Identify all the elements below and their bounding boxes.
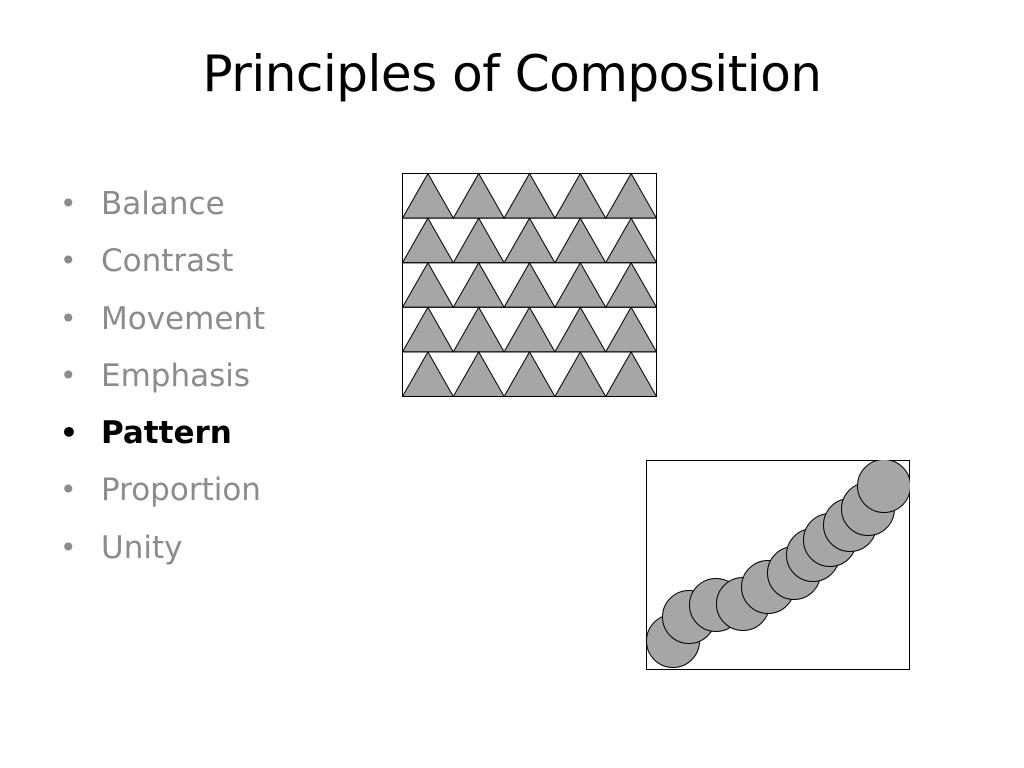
bullet-item-pattern: • Pattern [60,409,265,466]
bullet-label: Movement [101,300,266,337]
bullet-dot-icon: • [60,301,77,335]
triangle-shape [554,350,607,397]
bullet-label: Proportion [101,472,261,509]
bullet-dot-icon: • [60,530,77,564]
bullet-item-emphasis: • Emphasis [60,352,265,409]
bullet-dot-icon: • [60,244,77,278]
triangle-shape [604,350,657,397]
bullet-label: Balance [101,186,225,222]
bullet-dot-icon: • [60,358,77,392]
bullet-item-proportion: • Proportion [60,466,265,523]
bullet-label: Unity [101,529,183,566]
bullet-dot-icon: • [60,473,77,507]
circle-shape [857,460,910,513]
bullet-item-movement: • Movement [60,295,265,352]
slide-title: Principles of Composition [202,45,822,103]
bullet-list: • Balance • Contrast • Movement • Emphas… [60,180,265,581]
bullet-label: Emphasis [101,357,251,394]
circle-chain-figure [646,460,910,670]
bullet-label: Pattern [101,415,232,452]
triangle-pattern-figure [402,173,657,397]
bullet-item-balance: • Balance [60,180,265,237]
triangle-shape [402,350,455,397]
bullet-item-contrast: • Contrast [60,237,265,294]
bullet-dot-icon: • [60,187,77,220]
triangle-shape [452,350,505,397]
bullet-item-unity: • Unity [60,524,265,581]
bullet-label: Contrast [101,243,234,280]
triangle-shape [503,350,556,397]
bullet-dot-icon: • [60,416,78,450]
